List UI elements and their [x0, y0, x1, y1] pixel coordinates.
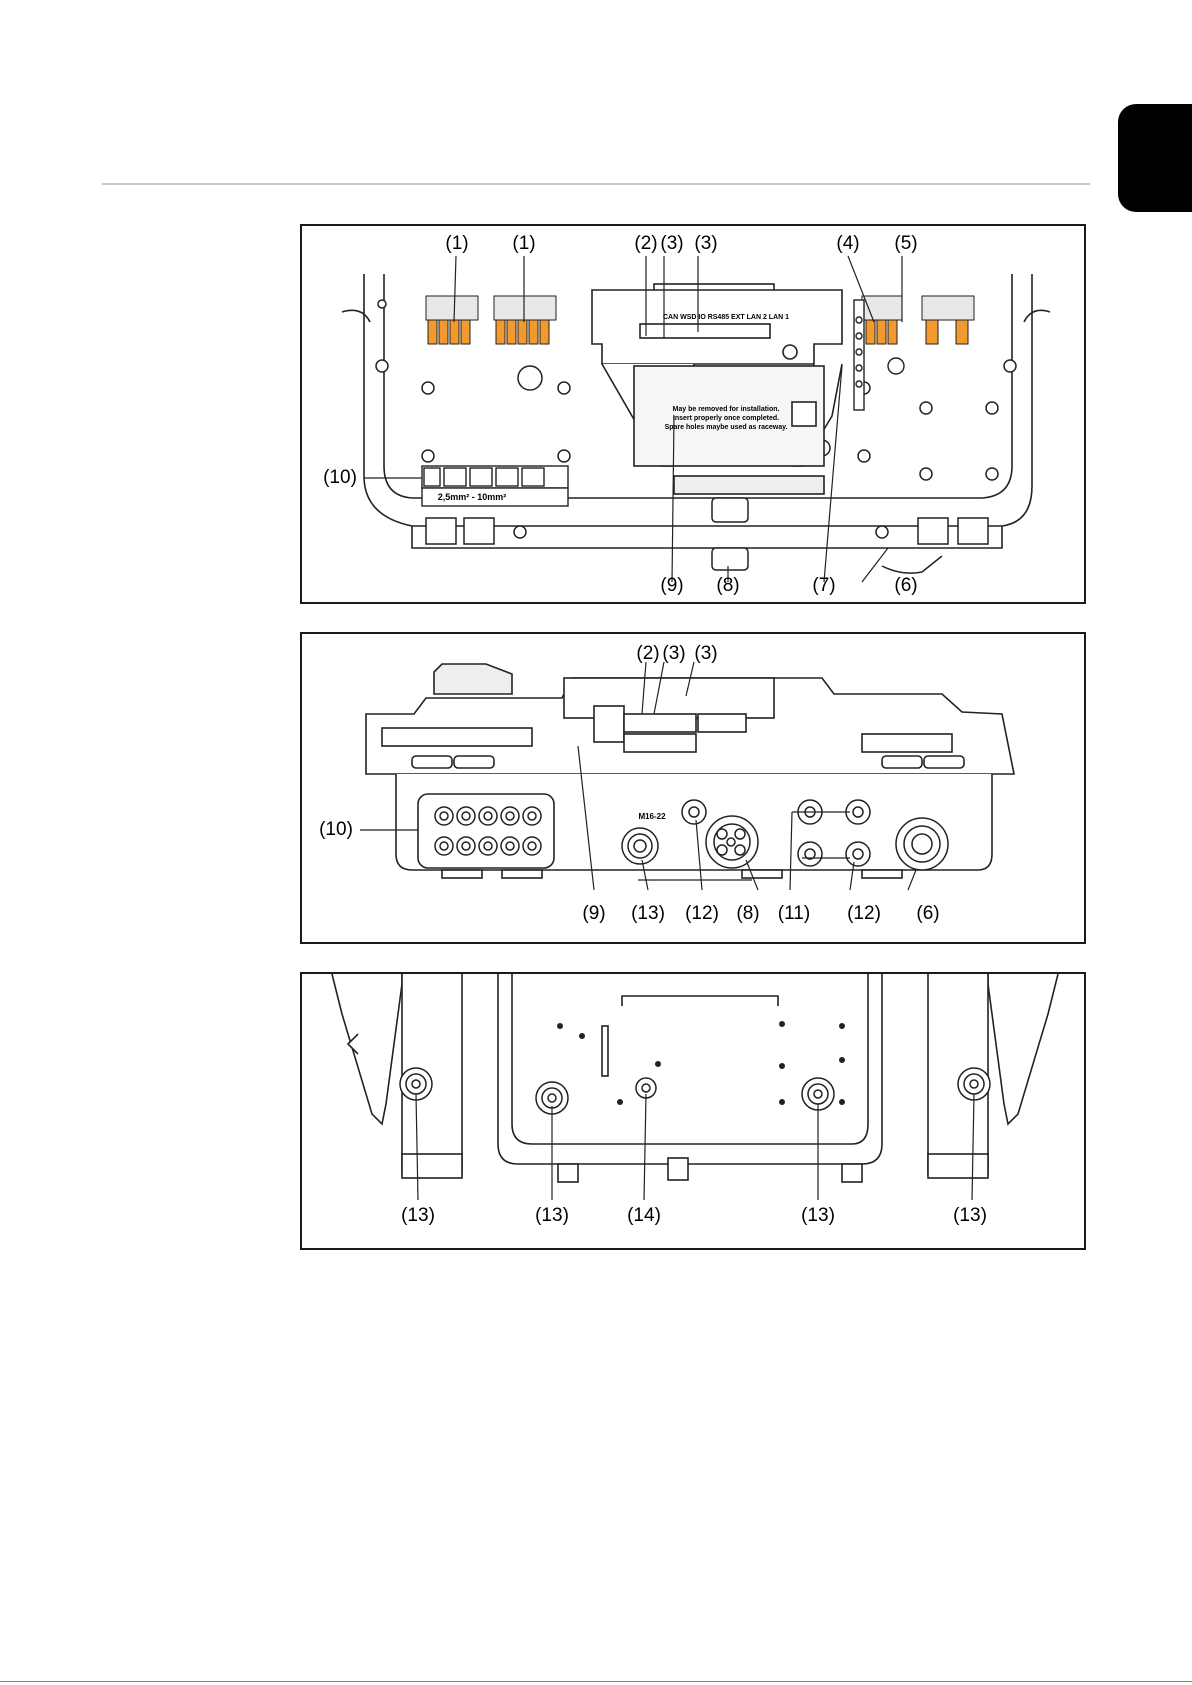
- callout-8: (8): [736, 904, 759, 924]
- callout-13b: (13): [535, 1206, 569, 1226]
- callout-2: (2): [636, 644, 659, 664]
- footer-rule: [0, 1681, 1192, 1682]
- inverter-underside-drawing: [302, 634, 1088, 946]
- chapter-tab: [1118, 104, 1192, 212]
- cover-text-line2: Insert properly once completed.: [673, 415, 779, 422]
- callout-11: (11): [778, 904, 810, 924]
- callout-2: (2): [634, 234, 657, 254]
- callout-9: (9): [582, 904, 605, 924]
- callout-13d: (13): [953, 1206, 987, 1226]
- figure-panel-top-view: (1) (1) (2) (3) (3) (4) (5) (10) (9) (8)…: [300, 224, 1086, 604]
- callout-10: (10): [319, 820, 353, 840]
- callout-13: (13): [631, 904, 665, 924]
- callout-6: (6): [894, 576, 917, 596]
- terminal-strip-text: CAN WSD IO RS485 EXT LAN 2 LAN 1: [663, 314, 789, 321]
- callout-13c: (13): [801, 1206, 835, 1226]
- m16-text: M16-22: [638, 812, 665, 821]
- cover-text-line3: Spare holes maybe used as raceway.: [665, 424, 788, 431]
- callout-3a: (3): [660, 234, 683, 254]
- callout-7: (7): [812, 576, 835, 596]
- wire-range-text: 2,5mm² - 10mm²: [438, 492, 507, 502]
- callout-8: (8): [716, 576, 739, 596]
- callout-3b: (3): [694, 644, 717, 664]
- callout-10: (10): [323, 468, 357, 488]
- callout-9: (9): [660, 576, 683, 596]
- cover-text-line1: May be removed for installation.: [673, 406, 780, 413]
- callout-1a: (1): [445, 234, 468, 254]
- callout-3a: (3): [662, 644, 685, 664]
- callout-3b: (3): [694, 234, 717, 254]
- callout-6: (6): [916, 904, 939, 924]
- callout-4: (4): [836, 234, 859, 254]
- callout-12b: (12): [847, 904, 881, 924]
- callout-13a: (13): [401, 1206, 435, 1226]
- figure-panel-bottom-view: (2) (3) (3) (10) (9) (13) (12) (8) (11) …: [300, 632, 1086, 944]
- callout-1b: (1): [512, 234, 535, 254]
- header-rule: [102, 183, 1090, 185]
- callout-14: (14): [627, 1206, 661, 1226]
- callout-5: (5): [894, 234, 917, 254]
- figure-panel-side-views: (13) (13) (14) (13) (13): [300, 972, 1086, 1250]
- callout-12a: (12): [685, 904, 719, 924]
